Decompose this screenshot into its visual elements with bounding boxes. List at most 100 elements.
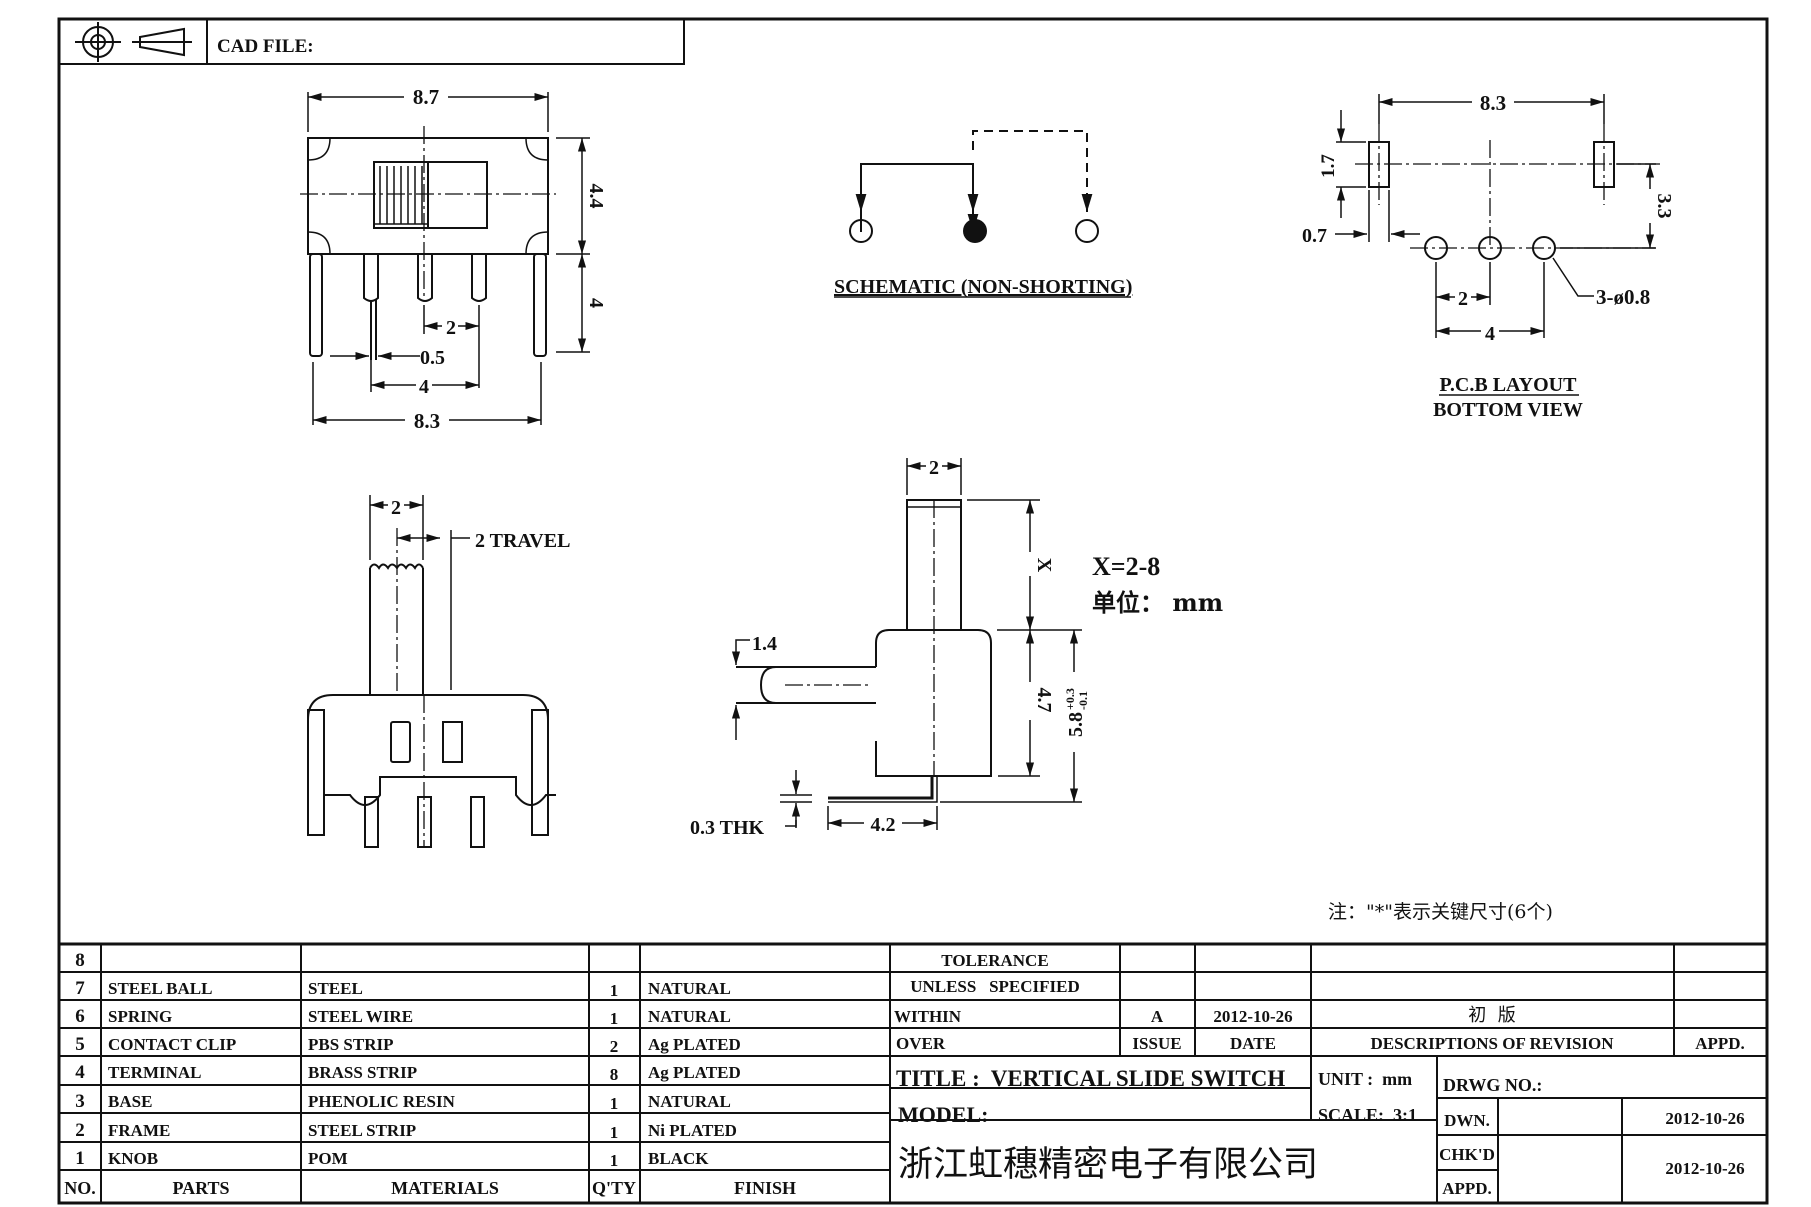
pcb-caption-layout: P.C.B LAYOUT [1440, 374, 1578, 396]
revision-header-issue: ISSUE [1132, 1034, 1181, 1053]
bom-cell-material: PBS STRIP [308, 1035, 394, 1054]
dim-frame-leg-span: 8.3 [414, 409, 440, 433]
dim-tol-minus: -0.1 [1076, 691, 1090, 710]
revision-description: 初 版 [1468, 1005, 1515, 1026]
bom-cell-material: PHENOLIC RESIN [308, 1092, 456, 1111]
bom-cell-part: BASE [108, 1092, 152, 1111]
dim-pin-length: 4 [585, 298, 607, 308]
model-label: MODEL: [898, 1102, 988, 1127]
note-unit: 单位： mm [1092, 588, 1223, 617]
bom-header-row: NO. PARTS MATERIALS Q'TY FINISH [64, 1178, 796, 1198]
header-box: CAD FILE: [59, 19, 685, 65]
bom-cell-qty: 2 [610, 1037, 619, 1056]
bom-header-qty: Q'TY [592, 1178, 636, 1198]
dim-tol-plus: +0.3 [1063, 688, 1077, 710]
bom-cell-finish: Ni PLATED [648, 1121, 737, 1140]
bom-cell-qty: 1 [610, 1151, 619, 1170]
bom-cell-no: 4 [75, 1062, 85, 1083]
bom-cell-part: KNOB [108, 1149, 158, 1168]
dim-body-height: 4.4 [585, 184, 607, 209]
tolerance-block: TOLERANCE UNLESS SPECIFIED WITHIN OVER [894, 951, 1080, 1053]
approved-label: APPD. [1442, 1179, 1492, 1198]
side-view: 2 X 4.7 5.8 +0.3 -0.1 1.4 0.3 THK 4. [690, 455, 1223, 839]
tolerance-within: WITHIN [894, 1007, 962, 1026]
dim-pin-width: 0.5 [420, 347, 445, 369]
bom-row: 5 CONTACT CLIP PBS STRIP 2 Ag PLATED [75, 1034, 740, 1056]
dim-outer-pin-span: 4 [419, 376, 429, 398]
bom-cell-material: STEEL [308, 979, 363, 998]
drawing-title: TITLE : VERTICAL SLIDE SWITCH [896, 1066, 1285, 1091]
drawing-border [57, 17, 1769, 1205]
revision-header-description: DESCRIPTIONS OF REVISION [1370, 1034, 1614, 1053]
dim-slot-width: 0.7 [1302, 225, 1327, 247]
dim-travel: 2 TRAVEL [475, 530, 570, 552]
bom-cell-no: 8 [75, 950, 85, 971]
dim-overall-width: 8.7 [413, 85, 439, 109]
bom-cell-no: 2 [75, 1120, 85, 1141]
revision-block: A 2012-10-26 初 版 ISSUE DATE DESCRIPTIONS… [1132, 1005, 1744, 1053]
dim-slot-span: 8.3 [1480, 91, 1506, 115]
bom-cell-no: 5 [75, 1034, 85, 1055]
cad-file-label: CAD FILE: [217, 36, 314, 57]
revision-issue: A [1151, 1007, 1164, 1026]
bom-cell-part: CONTACT CLIP [108, 1035, 236, 1054]
dim-terminal-length: 4.2 [871, 814, 896, 836]
bom-table [59, 942, 1767, 1203]
top-view: 8.7 4.4 4 2 0.5 4 8.3 [300, 85, 607, 433]
dim-pin-pitch: 2 [446, 317, 456, 339]
bom-cell-part: STEEL BALL [108, 979, 212, 998]
bom-cell-finish: Ag PLATED [648, 1063, 741, 1082]
pcb-hole-icon [1532, 236, 1556, 260]
pcb-caption-view: BOTTOM VIEW [1433, 399, 1583, 421]
front-view: 2 2 TRAVEL [307, 494, 570, 848]
schematic-caption: SCHEMATIC (NON-SHORTING) [834, 276, 1132, 298]
bom-cell-finish: BLACK [648, 1149, 709, 1168]
tolerance-over: OVER [896, 1034, 946, 1053]
key-dimension-note: 注："*"表示关键尺寸(6个) [1328, 901, 1553, 923]
dim-leg-width: 1.4 [752, 633, 777, 655]
drawn-date: 2012-10-26 [1665, 1109, 1744, 1128]
bom-cell-qty: 1 [610, 1123, 619, 1142]
knob-ridges-icon [374, 166, 429, 225]
pcb-hole-icon [1478, 236, 1502, 260]
dim-body-height-side: 4.7 [1033, 688, 1055, 713]
scale-label: SCALE: 3:1 [1318, 1105, 1417, 1125]
bom-header-finish: FINISH [734, 1178, 796, 1198]
company-name: 浙江虹穗精密电子有限公司 [898, 1145, 1318, 1185]
revision-header-date: DATE [1230, 1034, 1276, 1053]
bom-cell-no: 3 [75, 1091, 85, 1112]
bom-cell-no: 1 [75, 1148, 85, 1169]
drawn-label: DWN. [1444, 1111, 1490, 1130]
terminal-open-icon [1075, 219, 1099, 243]
bom-cell-finish: Ag PLATED [648, 1035, 741, 1054]
bom-header-no: NO. [64, 1178, 96, 1198]
bom-cell-finish: NATURAL [648, 979, 731, 998]
bom-row: 1 KNOB POM 1 BLACK [75, 1148, 709, 1170]
dim-terminal-thickness: 0.3 THK [690, 817, 765, 839]
bom-cell-material: STEEL STRIP [308, 1121, 416, 1140]
bom-cell-no: 6 [75, 1006, 85, 1027]
revision-header-appd: APPD. [1695, 1034, 1745, 1053]
schematic: SCHEMATIC (NON-SHORTING) [834, 130, 1132, 298]
dim-slot-length: 1.7 [1318, 154, 1339, 178]
drawing-no-label: DRWG NO.: [1443, 1075, 1542, 1095]
dim-knob-height: X [1033, 558, 1055, 573]
terminal-common-icon [963, 219, 987, 243]
bom-cell-part: FRAME [108, 1121, 170, 1140]
bom-header-materials: MATERIALS [391, 1178, 499, 1198]
bom-cell-finish: NATURAL [648, 1007, 731, 1026]
bom-cell-part: SPRING [108, 1007, 172, 1026]
dim-hole-span: 4 [1485, 323, 1495, 345]
bom-cell-material: BRASS STRIP [308, 1063, 417, 1082]
bom-row: 2 FRAME STEEL STRIP 1 Ni PLATED [75, 1120, 737, 1142]
dim-hole-callout: 3-ø0.8 [1596, 285, 1650, 309]
bom-cell-material: STEEL WIRE [308, 1007, 413, 1026]
checked-label: CHK'D [1439, 1145, 1495, 1164]
dim-knob-width-front: 2 [391, 497, 401, 519]
bom-cell-material: POM [308, 1149, 348, 1168]
